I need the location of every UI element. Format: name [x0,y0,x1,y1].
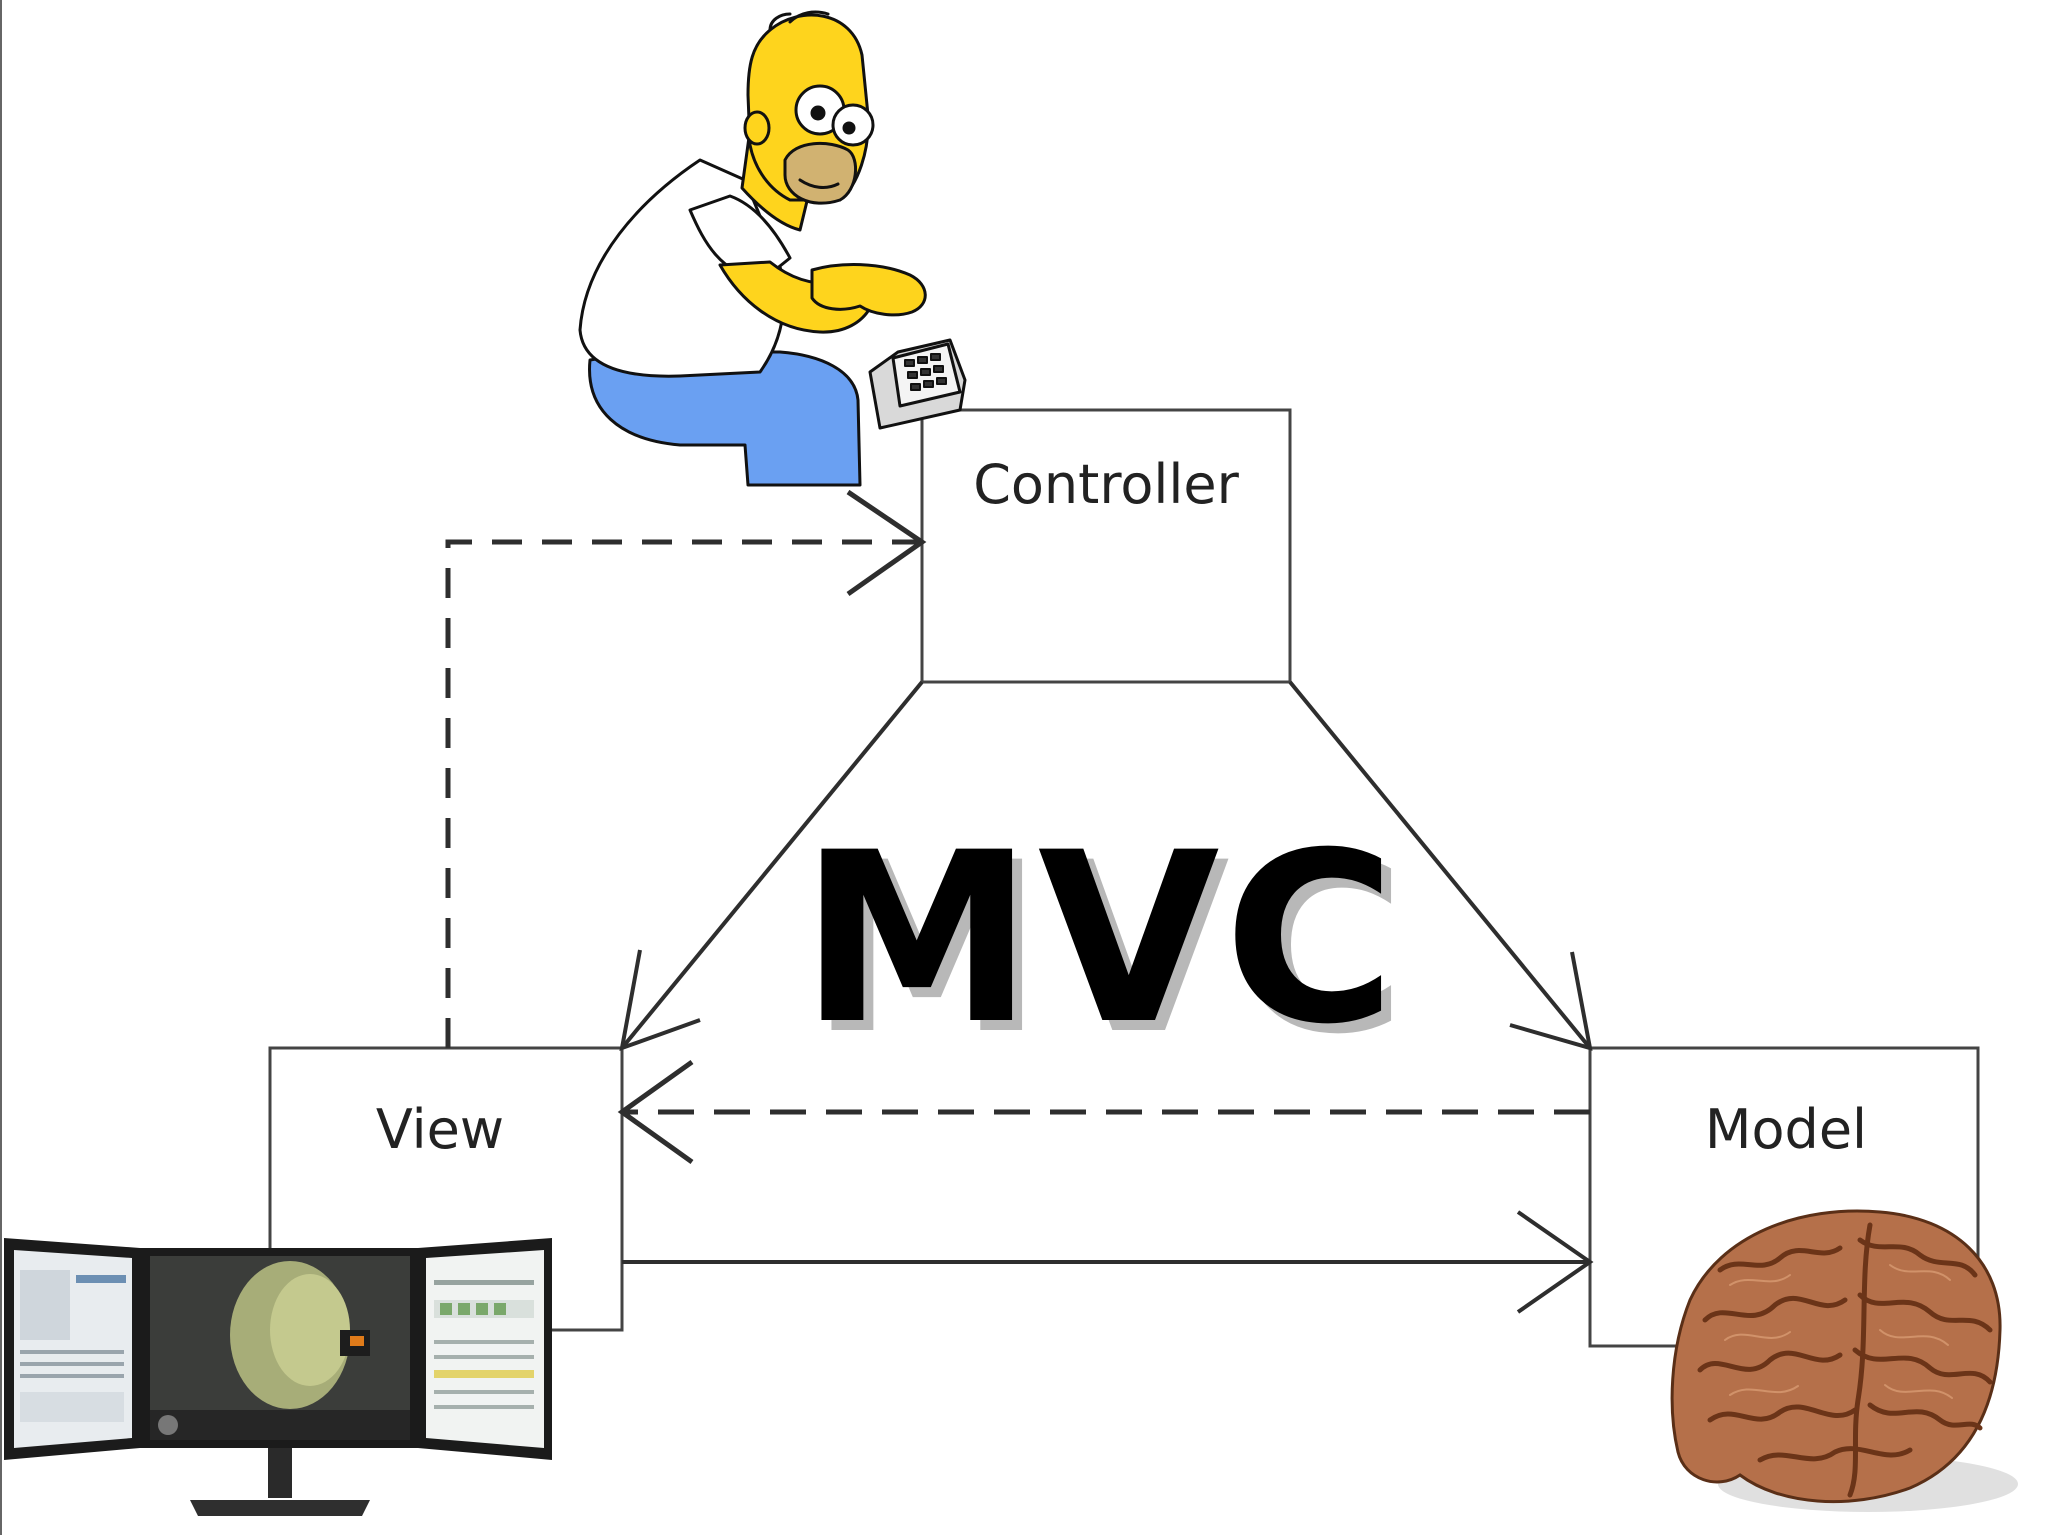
arrowhead-icon [1516,1210,1594,1314]
arrowhead-icon [617,1059,694,1165]
arrowhead-icon [619,949,701,1052]
monitor-illustration [4,1238,552,1516]
arrowhead-icon [1509,951,1593,1051]
controller-to-view-arrow [619,680,924,1052]
controller-to-model-arrow [1288,680,1593,1051]
model-to-view-dashed-arrow [617,1059,1590,1165]
model-label: Model [1705,1098,1867,1161]
controller-box: Controller [920,408,1292,684]
view-label: View [376,1098,504,1161]
controller-label: Controller [973,453,1239,516]
brain-illustration [1670,1209,2018,1512]
mvc-headline-shadow: MVC [810,813,1410,1086]
mvc-headline: MVC MVC [800,803,1410,1086]
view-to-controller-dashed-arrow [445,489,927,1048]
mvc-headline-text: MVC [800,803,1400,1076]
keypad-icon [868,338,967,430]
cartoon-user-illustration [578,10,967,487]
arrowhead-icon [846,489,927,597]
view-to-model-arrow [622,1210,1594,1314]
